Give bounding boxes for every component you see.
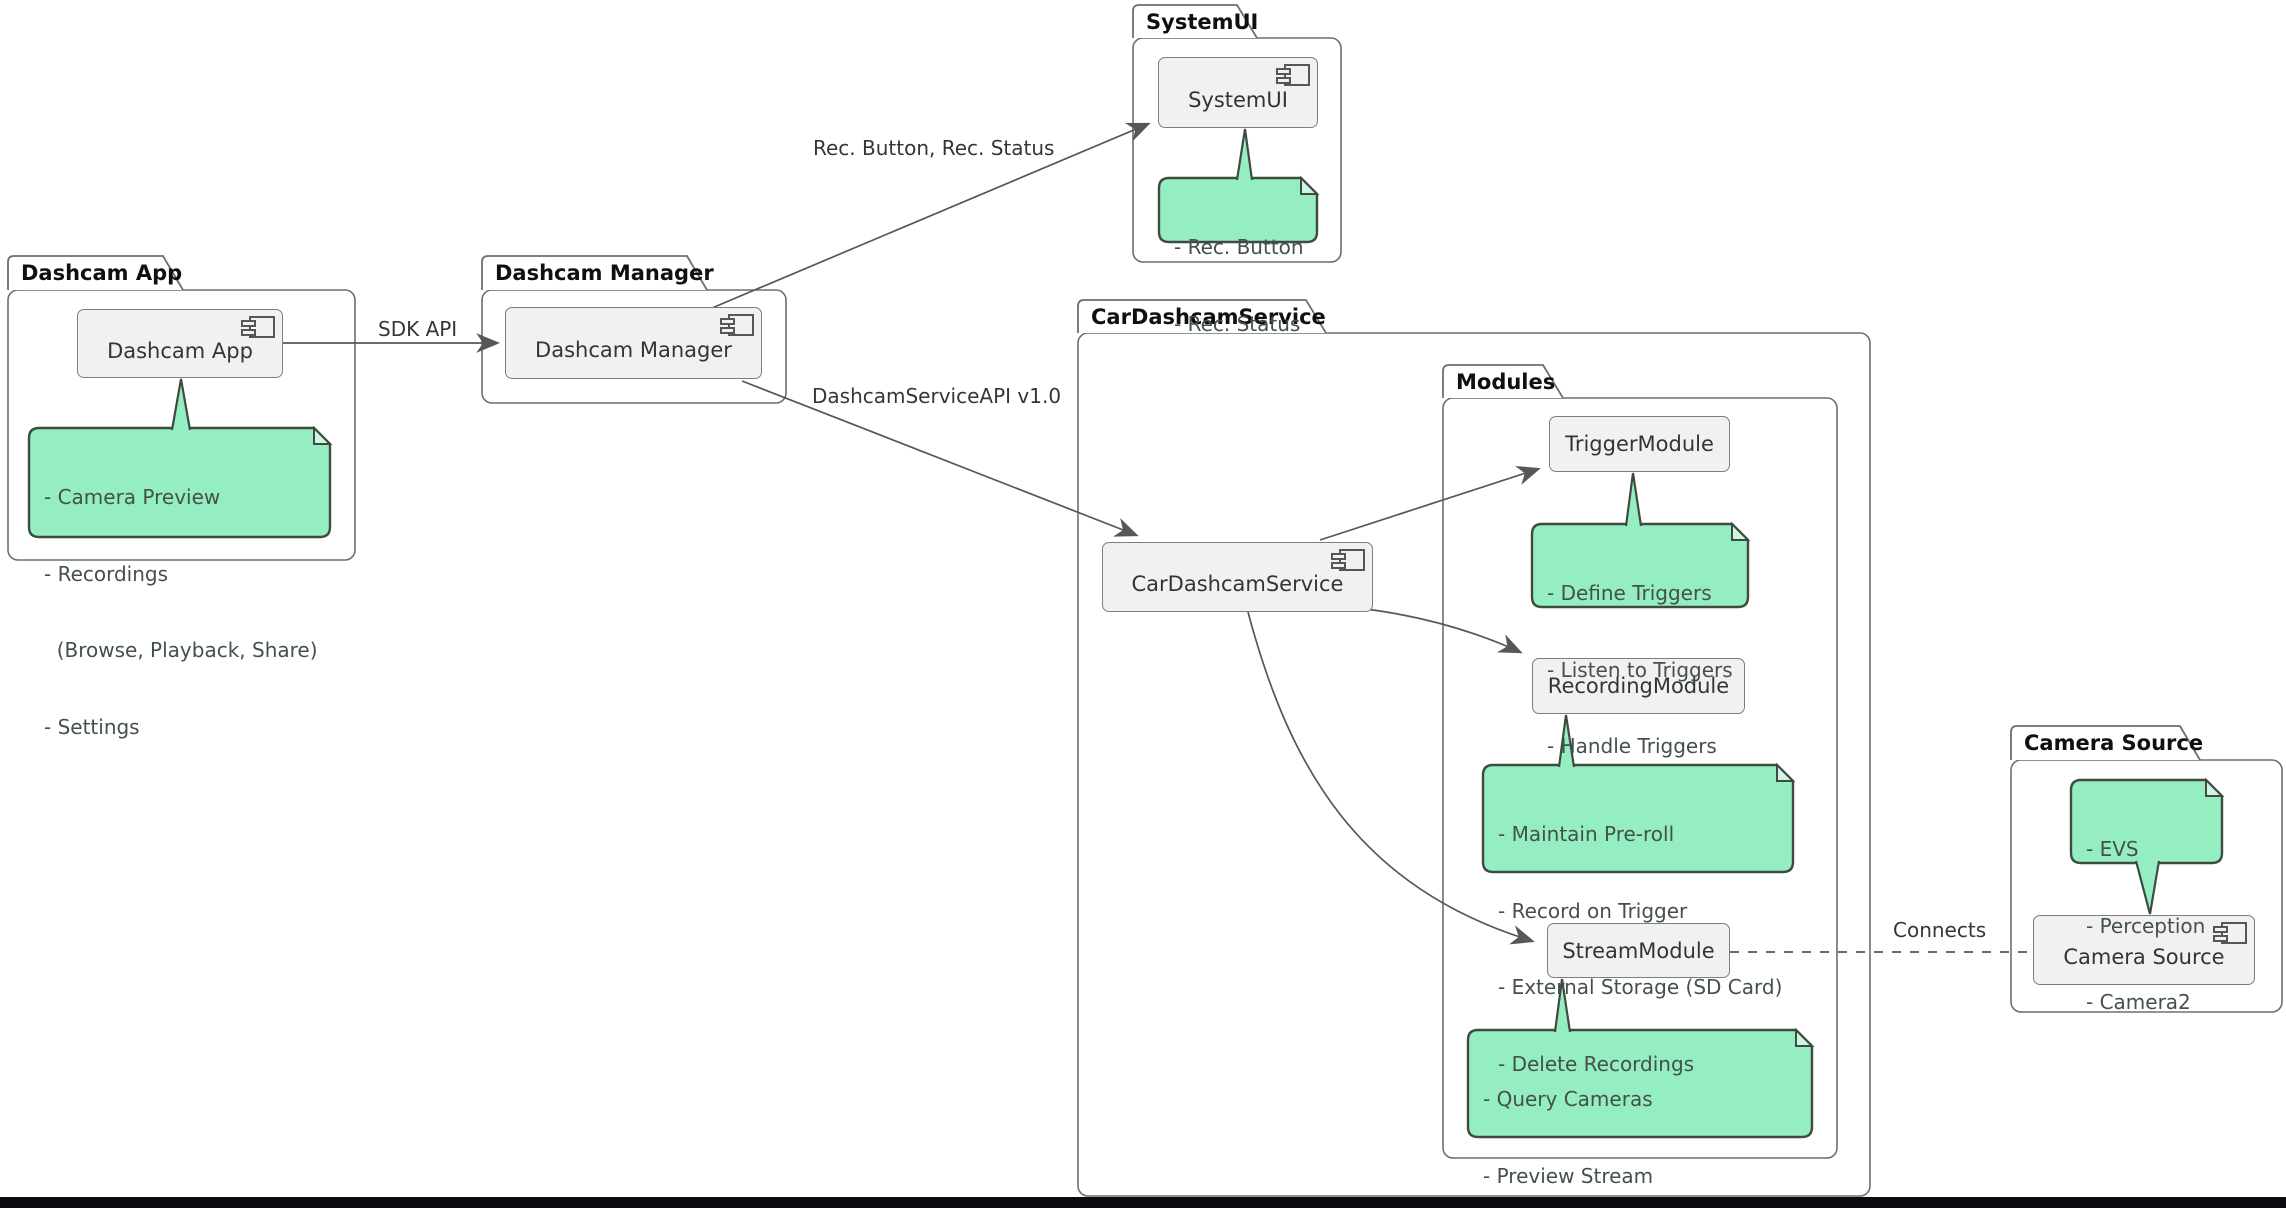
note-trigger-module-fold: [1731, 521, 1751, 541]
note-systemui-shape: [1157, 176, 1319, 244]
note-dashcam-app-shape: [27, 426, 332, 539]
note-line: (Browse, Playback, Share): [44, 638, 318, 662]
package-camera-source-tab: [2010, 725, 2201, 761]
note-line: - Delete Recordings: [1498, 1051, 1695, 1076]
component-icon: [1331, 549, 1365, 571]
note-trigger-module-tail: [1624, 472, 1643, 527]
note-line: - Recordings: [44, 561, 169, 586]
note-dashcam-app-text: - Camera Preview - Recordings (Browse, P…: [44, 434, 318, 791]
note-line: - Camera2: [2086, 990, 2191, 1014]
package-title-cardashcamservice: CarDashcamService: [1091, 305, 1326, 329]
note-line: - Record on Trigger: [1498, 898, 1688, 923]
module-label: RecordingModule: [1547, 674, 1730, 698]
note-stream-module-fold: [1795, 1027, 1815, 1047]
note-recording-module-tail: [1557, 714, 1576, 768]
edge-to-trigger-module: [1319, 466, 1541, 541]
note-line: - Define Triggers: [1547, 581, 1712, 605]
note-line: - Camera Preview: [44, 485, 221, 509]
package-modules-tab: [1442, 364, 1564, 399]
package-dashcam-app-tab: [7, 255, 184, 291]
note-trigger-module-shape: [1530, 522, 1750, 609]
note-camera-source-fold: [2205, 777, 2225, 797]
component-icon: [1276, 64, 1310, 86]
note-line: - Maintain Pre-roll: [1498, 822, 1675, 846]
note-stream-module-text: - Query Cameras - Preview Stream - Snaps…: [1483, 1036, 1803, 1208]
note-line: - Rec. Button: [1174, 235, 1304, 259]
note-dashcam-app-tail: [170, 378, 192, 431]
component-cardashcamservice: CarDashcamService: [1102, 542, 1373, 612]
component-camera-source: Camera Source: [2033, 915, 2255, 985]
edge-rec-button-status: [711, 122, 1151, 309]
package-title-dashcam-app: Dashcam App: [21, 261, 183, 285]
note-stream-module-shape: [1466, 1028, 1814, 1139]
component-systemui: SystemUI: [1158, 57, 1318, 128]
edge-label-service-api: DashcamServiceAPI v1.0: [812, 384, 1062, 408]
note-systemui-tail: [1235, 128, 1254, 181]
edge-dashcam-service-api: [741, 380, 1139, 537]
note-stream-module-tail: [1553, 978, 1572, 1033]
note-line: - Handle Triggers: [1547, 734, 1717, 758]
package-cardashcamservice-tab: [1077, 299, 1327, 334]
package-title-modules: Modules: [1456, 370, 1556, 394]
package-dashcam-manager-tab: [481, 255, 708, 291]
component-label: SystemUI: [1188, 87, 1288, 112]
component-label: Dashcam Manager: [535, 338, 732, 362]
note-recording-module-fold: [1776, 762, 1796, 782]
component-label: Camera Source: [2063, 945, 2225, 969]
package-title-camera-source: Camera Source: [2024, 731, 2204, 755]
module-trigger: TriggerModule: [1549, 416, 1730, 472]
bottom-bar: [0, 1197, 2286, 1208]
module-label: StreamModule: [1562, 938, 1715, 963]
module-stream: StreamModule: [1547, 923, 1730, 978]
package-title-systemui: SystemUI: [1146, 10, 1259, 34]
component-label: CarDashcamService: [1131, 572, 1344, 596]
module-label: TriggerModule: [1565, 432, 1714, 456]
edge-to-recording-module: [1365, 608, 1523, 654]
component-icon: [241, 316, 275, 338]
component-dashcam-manager: Dashcam Manager: [505, 307, 762, 379]
note-trigger-module-text: - Define Triggers - Listen to Triggers -…: [1547, 530, 1733, 811]
note-dashcam-app-fold: [313, 425, 333, 445]
note-line: - Rec. Status: [1174, 311, 1301, 336]
note-systemui-text: - Rec. Button - Rec. Status: [1174, 184, 1304, 388]
note-line: - EVS: [2086, 837, 2139, 861]
note-systemui-fold: [1300, 175, 1320, 195]
note-line: - Preview Stream: [1483, 1163, 1654, 1188]
edge-label-sdk-api: SDK API: [378, 317, 458, 341]
note-camera-source-text: - EVS - Perception - Camera2: [2086, 786, 2205, 1067]
edge-label-rec-status: Rec. Button, Rec. Status: [813, 136, 1055, 160]
edge-to-stream-module: [1247, 611, 1535, 945]
edge-label-connects: Connects: [1893, 918, 1987, 942]
note-line: - Perception: [2086, 913, 2206, 938]
component-icon: [2213, 922, 2247, 944]
component-icon: [720, 314, 754, 336]
note-line: - Listen to Triggers: [1547, 657, 1733, 682]
note-line: - External Storage (SD Card): [1498, 975, 1783, 999]
module-recording: RecordingModule: [1532, 658, 1745, 714]
note-recording-module-text: - Maintain Pre-roll - Record on Trigger …: [1498, 771, 1782, 1128]
note-line: - Settings: [44, 714, 140, 739]
note-camera-source-tail: [2134, 860, 2161, 915]
note-recording-module-shape: [1481, 763, 1795, 874]
component-label: Dashcam App: [107, 338, 253, 363]
note-camera-source-shape: [2069, 778, 2224, 865]
package-systemui-tab: [1132, 4, 1258, 39]
package-title-dashcam-manager: Dashcam Manager: [495, 261, 714, 285]
note-line: - Query Cameras: [1483, 1087, 1653, 1111]
component-dashcam-app: Dashcam App: [77, 309, 283, 378]
